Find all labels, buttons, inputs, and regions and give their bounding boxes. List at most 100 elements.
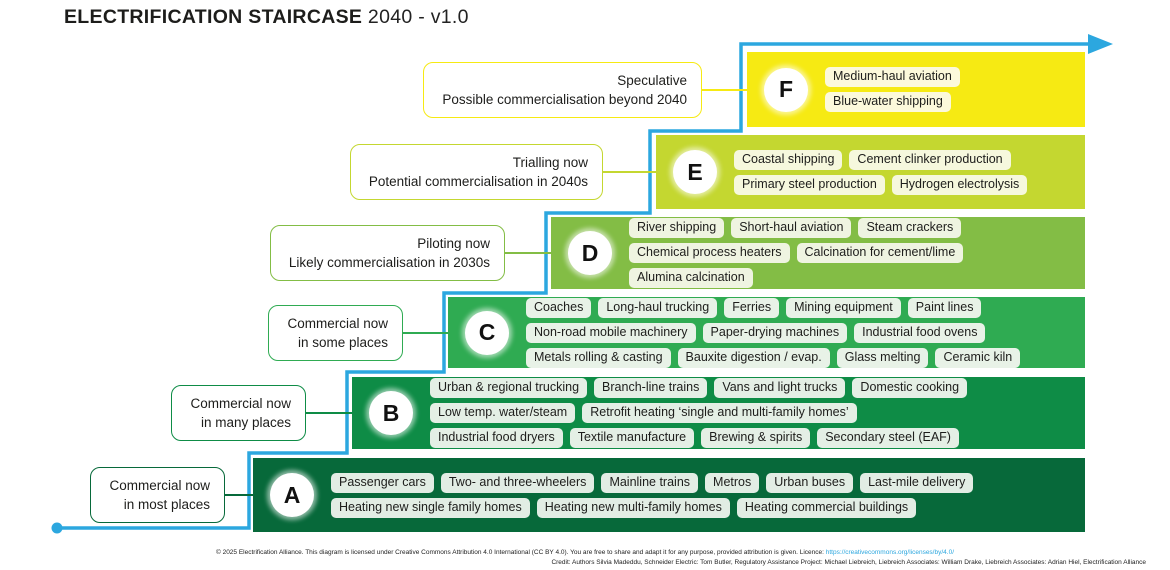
- tag-list-A: Passenger cars Two- and three-wheelers Mai…: [331, 458, 1079, 532]
- stage-label-line2: Potential commercialisation in 2040s: [368, 174, 588, 189]
- stage-letter-badge-F: F: [764, 67, 808, 112]
- tag-chip: Alumina calcination: [629, 268, 753, 288]
- stage-connector-E: [599, 171, 664, 173]
- tag-row: Primary steel production Hydrogen electro…: [734, 174, 1079, 195]
- footer: © 2025 Electrification Alliance. This di…: [0, 548, 1170, 568]
- stage-label-line2: Likely commercialisation in 2030s: [288, 255, 490, 270]
- tag-chip: Blue-water shipping: [825, 92, 951, 112]
- stage-letter-badge-D: D: [568, 231, 612, 275]
- tag-row: Alumina calcination: [629, 268, 1079, 288]
- tag-chip: Non-road mobile machinery: [526, 322, 696, 343]
- tag-chip: Glass melting: [836, 347, 929, 368]
- tag-chip: Brewing & spirits: [701, 428, 811, 448]
- license-line: © 2025 Electrification Alliance. This di…: [0, 548, 1170, 558]
- start-dot-icon: [51, 522, 63, 534]
- tag-row: Medium-haul aviation: [825, 67, 1079, 87]
- tag-chip: Passenger cars: [331, 472, 434, 493]
- tag-chip: Hydrogen electrolysis: [891, 174, 1028, 195]
- tag-chip: Medium-haul aviation: [825, 67, 960, 87]
- tag-chip: Coaches: [526, 297, 592, 318]
- stage-label-line2: Possible commercialisation beyond 2040: [442, 91, 687, 107]
- tag-row: Metals rolling & casting Bauxite digestio…: [526, 347, 1079, 368]
- tag-chip: Heating new single family homes: [331, 497, 530, 518]
- stage-label-C: Commercial now in some places: [268, 304, 403, 361]
- stage-label-line1: Piloting now: [417, 236, 490, 251]
- tag-list-D: River shipping Short-haul aviation Steam c…: [629, 217, 1079, 289]
- stage-label-A: Commercial now in most places: [90, 467, 225, 523]
- credit-line: Credit: Authors Silvia Madeddu, Schneide…: [551, 559, 1146, 566]
- tag-chip: Branch-line trains: [594, 378, 708, 398]
- tag-chip: Last-mile delivery: [860, 472, 974, 493]
- stage-connector-C: [399, 331, 456, 334]
- stage-label-line1: Commercial now: [190, 396, 291, 411]
- tag-chip: Retrofit heating ‘single and multi-famil…: [582, 403, 857, 423]
- tag-chip: Primary steel production: [734, 174, 885, 195]
- stage-label-line2: in most places: [123, 497, 210, 512]
- tag-chip: Textile manufacture: [569, 428, 695, 448]
- tag-chip: Domestic cooking: [852, 378, 968, 398]
- stage-band-D: D River shipping Short-haul aviation Steam …: [551, 217, 1085, 289]
- tag-chip: Urban & regional trucking: [430, 378, 588, 398]
- tag-chip: Cement clinker production: [849, 149, 1011, 170]
- arrow-head-icon: [1088, 34, 1113, 54]
- stage-letter-badge-A: A: [270, 473, 314, 517]
- tag-chip: Industrial food dryers: [430, 428, 563, 448]
- license-text: © 2025 Electrification Alliance. This di…: [215, 549, 824, 556]
- tag-row: Industrial food dryers Textile manufactur…: [430, 428, 1079, 448]
- tag-chip: Heating commercial buildings: [736, 497, 917, 518]
- license-link[interactable]: https://creativecommons.org/licenses/by/…: [825, 549, 955, 556]
- stage-letter-badge-E: E: [673, 150, 717, 194]
- stage-label-line1: Commercial now: [287, 315, 388, 331]
- tag-chip: Industrial food ovens: [854, 322, 986, 343]
- tag-chip: Metros: [705, 472, 760, 493]
- stage-band-A: A Passenger cars Two- and three-wheelers Ma…: [253, 458, 1085, 532]
- tag-chip: Mining equipment: [786, 297, 901, 318]
- stage-connector-B: [302, 412, 360, 414]
- tag-list-E: Coastal shipping Cement clinker productio…: [734, 135, 1079, 209]
- stage-band-B: B Urban & regional trucking Branch-line tr…: [352, 377, 1085, 449]
- tag-row: Coastal shipping Cement clinker productio…: [734, 149, 1079, 170]
- tag-chip: Bauxite digestion / evap.: [677, 347, 830, 368]
- tag-chip: Low temp. water/steam: [430, 403, 576, 423]
- tag-row: Urban & regional trucking Branch-line tra…: [430, 378, 1079, 398]
- tag-chip: Paint lines: [907, 297, 982, 318]
- tag-chip: Urban buses: [766, 472, 854, 493]
- tag-chip: Short-haul aviation: [731, 218, 852, 238]
- stage-letter-badge-C: C: [465, 310, 509, 355]
- stage-label-line2: in many places: [200, 415, 291, 430]
- tag-row: Chemical process heaters Calcination for …: [629, 243, 1079, 263]
- page-title-version: 2040 - v1.0: [367, 6, 469, 28]
- tag-chip: Ferries: [724, 297, 780, 318]
- stage-label-line1: Speculative: [617, 72, 687, 88]
- stage-letter-badge-B: B: [369, 391, 413, 435]
- stage-connector-A: [221, 494, 261, 496]
- tag-chip: Vans and light trucks: [714, 378, 846, 398]
- tag-chip: Calcination for cement/lime: [796, 243, 964, 263]
- tag-chip: Chemical process heaters: [629, 243, 790, 263]
- stage-connector-D: [501, 252, 559, 254]
- tag-row: Blue-water shipping: [825, 92, 1079, 112]
- page-title: ELECTRIFICATION STAIRCASE 2040 - v1.0: [64, 6, 469, 29]
- tag-chip: River shipping: [629, 218, 725, 238]
- tag-chip: Mainline trains: [601, 472, 699, 493]
- tag-list-B: Urban & regional trucking Branch-line tra…: [430, 377, 1079, 449]
- stage-band-E: E Coastal shipping Cement clinker producti…: [656, 135, 1085, 209]
- stage-label-line2: in some places: [297, 334, 388, 350]
- tag-row: Low temp. water/steam Retrofit heating ‘s…: [430, 403, 1079, 423]
- tag-chip: Two- and three-wheelers: [440, 472, 595, 493]
- stage-label-B: Commercial now in many places: [171, 385, 306, 441]
- tag-chip: Metals rolling & casting: [526, 347, 671, 368]
- tag-chip: Coastal shipping: [734, 149, 843, 170]
- tag-chip: Steam crackers: [858, 218, 962, 238]
- tag-chip: Secondary steel (EAF): [817, 428, 959, 448]
- stage-label-line1: Commercial now: [109, 478, 210, 493]
- tag-row: River shipping Short-haul aviation Steam c…: [629, 218, 1079, 238]
